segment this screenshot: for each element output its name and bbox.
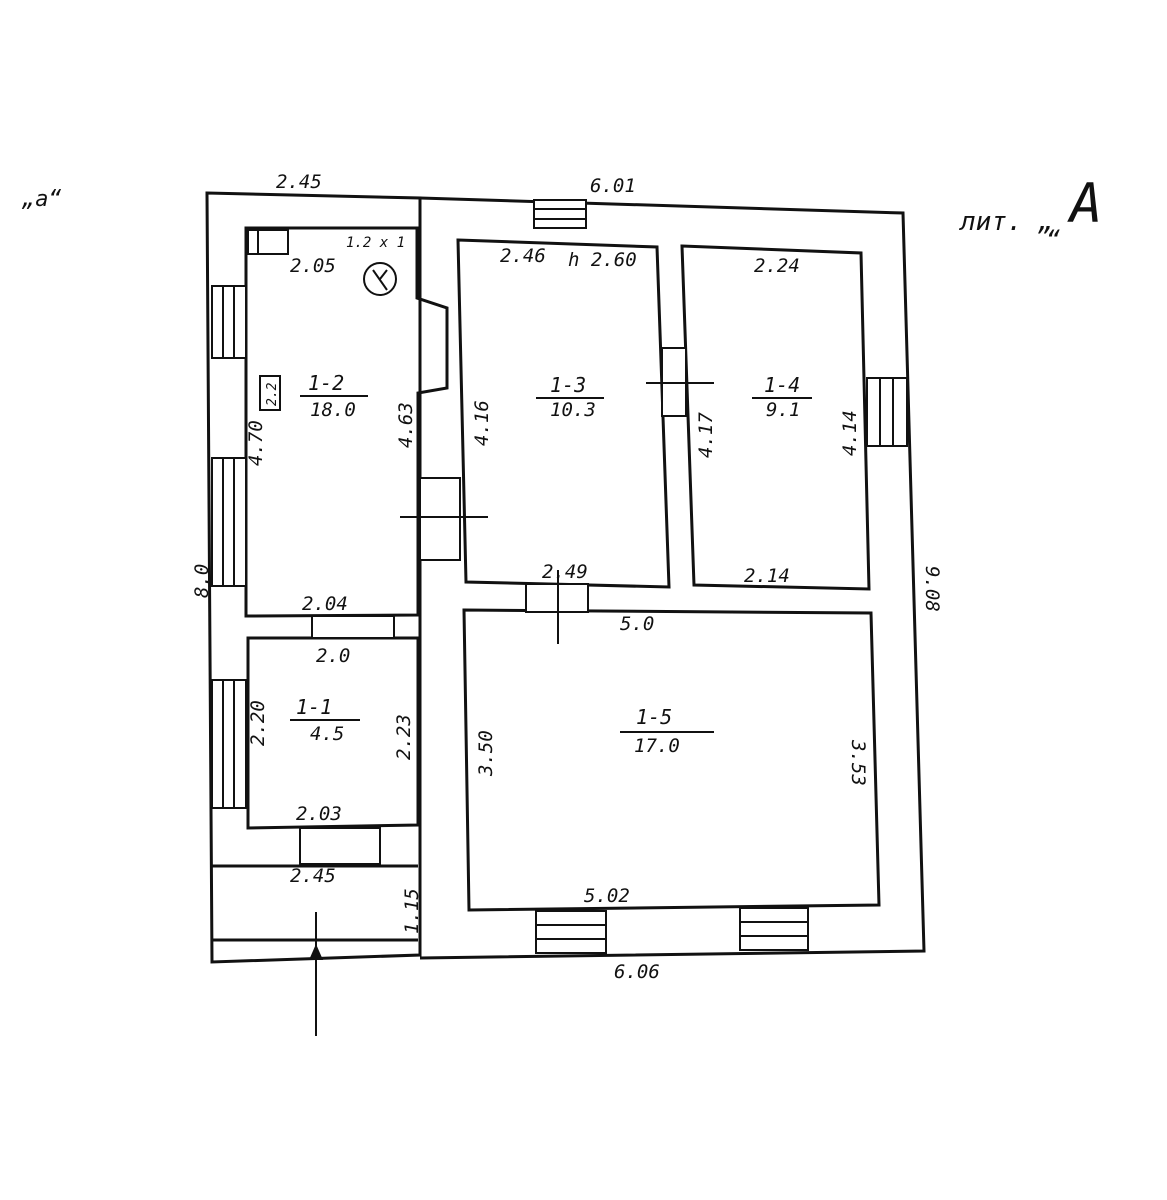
room-1-3-label: 1-3 10.3 xyxy=(536,373,604,421)
room-1-3-outline xyxy=(456,238,671,589)
dim-r14-bottom: 2.14 xyxy=(744,565,790,587)
room-1-3-area: 10.3 xyxy=(550,399,596,421)
dim-bottom: 6.06 xyxy=(614,961,660,983)
window-bottom-1 xyxy=(535,910,607,954)
dim-porch-depth: 1.15 xyxy=(401,888,423,934)
dim-r13-left: 4.16 xyxy=(471,400,493,446)
room-1-5-label: 1-5 17.0 xyxy=(620,705,714,757)
dim-right: 9.08 xyxy=(921,566,943,612)
dim-left: 8.0 xyxy=(191,564,213,598)
room-1-4-area: 9.1 xyxy=(766,399,800,421)
dim-r15-top: 5.0 xyxy=(620,613,654,635)
entrance-arrow-head xyxy=(309,944,323,960)
dim-r13-top: 2.46 xyxy=(500,245,546,267)
room-1-2-number: 1-2 xyxy=(308,371,344,395)
door-1-3-to-1-4 xyxy=(646,347,714,417)
window-left-3 xyxy=(211,679,247,809)
outer-wall-left-block xyxy=(205,191,422,964)
dim-r12-stove: 2.2 xyxy=(265,382,280,406)
door-1-2-to-1-3 xyxy=(400,477,488,561)
dim-r11-left: 2.20 xyxy=(247,700,269,746)
room-1-5-number: 1-5 xyxy=(636,705,672,729)
dim-r12-bottom: 2.04 xyxy=(302,593,348,615)
dim-top-right: 6.01 xyxy=(590,175,636,197)
oven-fixture xyxy=(259,375,281,411)
door-1-2-to-1-1 xyxy=(311,615,395,639)
dim-r12-right: 4.63 xyxy=(395,402,417,448)
dim-r12-note: 1.2 х 1 xyxy=(346,235,405,251)
dim-r11-top: 2.0 xyxy=(316,645,350,667)
room-1-1-area: 4.5 xyxy=(310,723,344,745)
lit-close: “ xyxy=(1046,226,1060,254)
lit-label-text: лит. „ xyxy=(959,207,1054,237)
dim-r12-top: 2.05 xyxy=(290,255,336,277)
stove-fixture xyxy=(247,229,289,255)
window-left-1 xyxy=(211,285,247,359)
window-right xyxy=(866,377,908,447)
dim-r14-top: 2.24 xyxy=(754,255,800,277)
window-bottom-2 xyxy=(739,907,809,951)
room-1-5-area: 17.0 xyxy=(634,735,680,757)
room-1-4-label: 1-4 9.1 xyxy=(752,373,812,421)
dim-porch-width: 2.45 xyxy=(290,865,336,887)
corner-label-a: „а“ xyxy=(21,187,62,212)
outer-wall-right-block xyxy=(419,196,926,960)
dim-r15-left: 3.50 xyxy=(475,730,497,777)
lit-label: лит. „ xyxy=(959,207,1054,237)
door-1-1-to-porch xyxy=(299,827,381,865)
dim-r13-bottom: 2.49 xyxy=(542,561,588,583)
room-1-4-outline xyxy=(680,244,871,591)
dim-r14-left: 4.17 xyxy=(695,412,717,458)
window-left-2 xyxy=(211,457,247,587)
room-1-2-area: 18.0 xyxy=(310,399,356,421)
room-1-3-number: 1-3 xyxy=(550,373,586,397)
dim-r12-left: 4.70 xyxy=(245,420,267,466)
room-1-1-number: 1-1 xyxy=(296,695,332,719)
room-1-2-label: 1-2 18.0 xyxy=(300,371,368,421)
room-1-1-label: 1-1 4.5 xyxy=(290,695,360,745)
dim-r11-right: 2.23 xyxy=(393,714,415,760)
dim-r11-bottom: 2.03 xyxy=(296,803,342,825)
door-1-3-to-1-5 xyxy=(525,570,589,644)
dim-r14-right: 4.14 xyxy=(839,410,861,456)
room-1-2-outline xyxy=(244,226,449,618)
room-1-4-number: 1-4 xyxy=(764,373,800,397)
lit-letter: А xyxy=(1067,172,1103,235)
dim-r15-right: 3.53 xyxy=(847,739,869,786)
dim-r15-bottom: 5.02 xyxy=(584,885,630,907)
boiler-icon xyxy=(363,262,397,296)
dim-top-left: 2.45 xyxy=(276,171,322,193)
dim-r13-height: h 2.60 xyxy=(568,249,637,271)
window-top xyxy=(533,199,587,229)
room-1-5-outline xyxy=(462,608,881,912)
